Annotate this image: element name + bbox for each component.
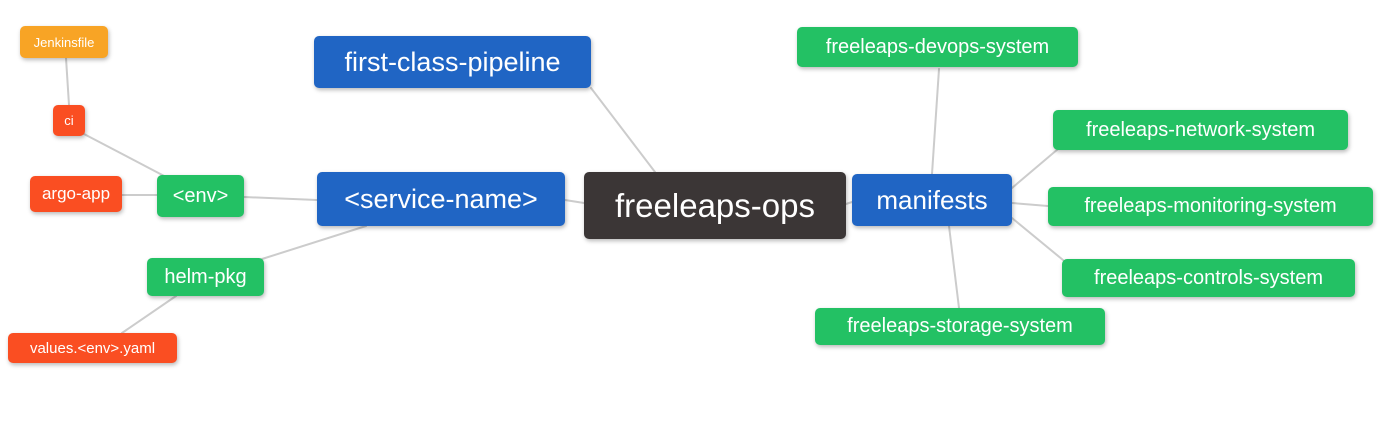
edge-values-helm-pkg [121, 295, 177, 334]
node-devops-system[interactable]: freeleaps-devops-system [797, 27, 1078, 67]
node-values-env-yaml[interactable]: values.<env>.yaml [8, 333, 177, 363]
edge-helm-pkg-service-name [261, 225, 367, 260]
node-network-system[interactable]: freeleaps-network-system [1053, 110, 1348, 150]
edge-devops-manifests [931, 68, 940, 175]
edge-ci-env [83, 133, 169, 179]
edge-service-freeleaps-ops [564, 199, 585, 204]
node-first-class-pipeline[interactable]: first-class-pipeline [314, 36, 591, 88]
edge-manifests-network [1011, 148, 1059, 189]
node-helm-pkg[interactable]: helm-pkg [147, 258, 264, 296]
edge-manifests-monitoring [1011, 202, 1049, 207]
node-controls-system[interactable]: freeleaps-controls-system [1062, 259, 1355, 297]
edge-env-service-name [243, 196, 318, 201]
node-monitoring-system[interactable]: freeleaps-monitoring-system [1048, 187, 1373, 226]
edge-jenkinsfile-ci [65, 57, 70, 106]
node-manifests[interactable]: manifests [852, 174, 1012, 226]
node-env[interactable]: <env> [157, 175, 244, 217]
node-storage-system[interactable]: freeleaps-storage-system [815, 308, 1105, 345]
node-ci[interactable]: ci [53, 105, 85, 136]
node-jenkinsfile[interactable]: Jenkinsfile [20, 26, 108, 58]
node-freeleaps-ops[interactable]: freeleaps-ops [584, 172, 846, 239]
edge-freeleaps-ops-manifests [845, 201, 853, 205]
edge-manifests-controls [1011, 217, 1064, 261]
node-service-name[interactable]: <service-name> [317, 172, 565, 226]
edge-manifests-storage [948, 225, 960, 309]
edge-pipeline-freeleaps-ops [590, 87, 656, 173]
node-argo-app[interactable]: argo-app [30, 176, 122, 212]
